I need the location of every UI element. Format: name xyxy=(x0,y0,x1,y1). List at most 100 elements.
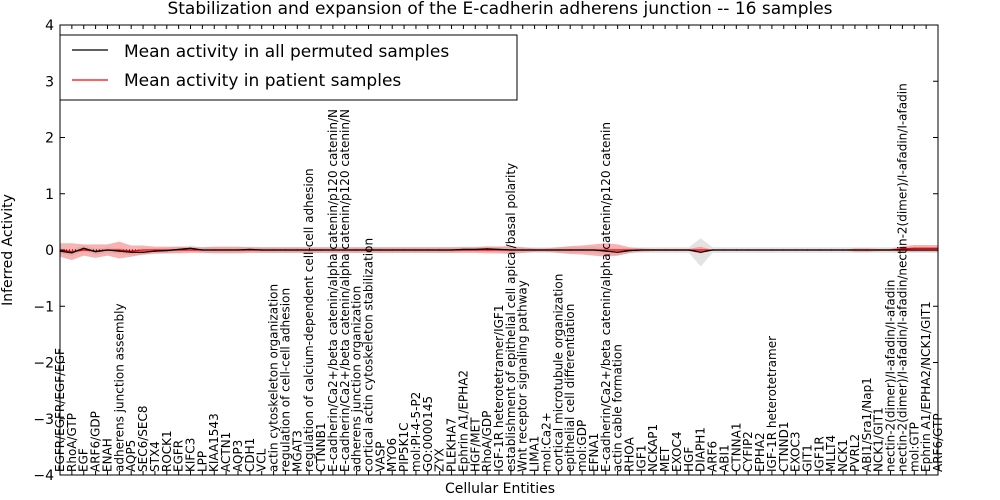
x-tick-label: ABI1/Sra1/Nap1 xyxy=(860,377,874,472)
x-tick-label: cortical actin cytoskeleton stabilizatio… xyxy=(361,238,375,472)
x-tick-label: EGFR xyxy=(172,440,186,472)
x-tick-label: nectin-2(dimer)/I-afadin/I-afadin/nectin… xyxy=(895,83,909,472)
legend-label-patient: Mean activity in patient samples xyxy=(124,71,401,91)
x-tick-label: ARF6/GDP xyxy=(89,411,103,472)
x-tick-label: AQP3 xyxy=(231,440,245,472)
x-tick-label: HGF xyxy=(682,447,696,472)
x-tick-label: IGF-1R heterotetramer/IGF1 xyxy=(492,305,506,472)
patient-point xyxy=(189,249,192,251)
patient-point xyxy=(486,249,488,251)
permuted-point xyxy=(652,249,654,251)
chart-title: Stabilization and expansion of the E-cad… xyxy=(167,0,832,19)
x-tick-label: ZYX xyxy=(433,448,447,472)
x-tick-label: LPP xyxy=(195,451,209,472)
permuted-point xyxy=(415,249,417,251)
x-tick-label: MET xyxy=(658,446,672,472)
x-tick-label: VCL xyxy=(255,448,269,472)
x-tick-label: MGAT3 xyxy=(290,430,304,472)
permuted-point xyxy=(189,247,192,249)
permuted-point xyxy=(771,249,773,251)
x-tick-label: EFNA1 xyxy=(587,433,601,472)
y-tick-label: −3 xyxy=(33,412,54,428)
x-tick-label: HGF/MET xyxy=(468,417,482,472)
plot-frame xyxy=(59,24,939,476)
permuted-point xyxy=(806,249,809,251)
patient-point xyxy=(142,249,144,251)
patient-point xyxy=(925,247,927,249)
x-axis-label: Cellular Entities xyxy=(445,481,555,497)
patient-point xyxy=(913,247,915,249)
x-tick-label: ABI1 xyxy=(717,444,731,472)
permuted-point xyxy=(71,252,73,254)
x-tick-label: CTNND1 xyxy=(777,421,791,472)
y-tick-label: 0 xyxy=(45,243,54,259)
x-tick-label: E-cadherin/Ca2+/beta catenin/alpha caten… xyxy=(599,122,613,472)
permuted-point xyxy=(842,249,844,251)
x-tick-label: cortical microtubule organization xyxy=(551,274,565,472)
permuted-point xyxy=(889,249,892,251)
patient-point xyxy=(154,249,156,251)
x-tick-label: Wnt receptor signaling pathway xyxy=(516,280,530,472)
permuted-point xyxy=(142,251,144,253)
x-tick-label: KIFC3 xyxy=(184,438,198,472)
permuted-point xyxy=(391,249,393,251)
permuted-point xyxy=(261,249,263,251)
permuted-point xyxy=(735,249,737,251)
x-tick-label: IGF-1R heterotetramer xyxy=(765,336,779,472)
x-tick-label: RhoA/GTP xyxy=(65,413,79,472)
permuted-point xyxy=(213,249,215,251)
permuted-point xyxy=(711,249,714,251)
x-tick-label: AQP5 xyxy=(124,440,138,472)
permuted-point xyxy=(830,249,832,251)
x-tick-label: EXOC3 xyxy=(789,432,803,473)
patient-point xyxy=(700,249,702,251)
permuted-point xyxy=(925,249,927,251)
y-tick-label: −4 xyxy=(33,468,54,484)
permuted-point xyxy=(225,249,227,251)
patient-point xyxy=(71,251,73,253)
x-tick-label: ACTN1 xyxy=(219,432,233,472)
permuted-point xyxy=(118,250,120,252)
x-tick-label: PIP5K1C xyxy=(397,422,411,472)
x-tick-label: establishment of epithelial cell apical/… xyxy=(504,163,518,472)
x-tick-label: actin cable formation xyxy=(611,344,625,472)
x-tick-label: SEC6/SEC8 xyxy=(136,406,150,472)
permuted-point xyxy=(166,249,168,252)
permuted-point xyxy=(569,249,571,251)
y-tick-label: 2 xyxy=(45,131,54,147)
patient-point xyxy=(83,249,85,251)
x-tick-label: nectin-2(dimer)/I-afadin/I-afadin xyxy=(884,280,898,472)
x-tick-label: IGF1R xyxy=(812,436,826,472)
x-tick-label: NCK1/GIT1 xyxy=(872,407,886,472)
x-tick-label: actin cytoskeleton organization xyxy=(267,284,281,472)
permuted-point xyxy=(462,248,465,251)
permuted-point xyxy=(356,249,358,251)
permuted-point xyxy=(154,250,156,252)
permuted-point xyxy=(913,249,915,251)
permuted-point xyxy=(130,251,132,253)
permuted-point xyxy=(367,249,370,251)
legend-label-permuted: Mean activity in all permuted samples xyxy=(124,42,449,62)
y-tick-label: 4 xyxy=(45,18,54,34)
x-tick-label: mol:PI-4-5-P2 xyxy=(409,392,423,472)
x-tick-label: MLLT4 xyxy=(824,435,838,472)
permuted-point xyxy=(545,249,548,251)
permuted-point xyxy=(344,249,346,251)
permuted-point xyxy=(795,249,797,251)
x-tick-label: IGF1 xyxy=(634,445,648,472)
permuted-point xyxy=(723,249,726,251)
x-tick-label: CTNNA1 xyxy=(729,422,743,472)
x-tick-label: GIT1 xyxy=(800,444,814,472)
x-tick-label: STX4 xyxy=(148,441,162,472)
x-tick-label: mol:GDP xyxy=(575,420,589,472)
permuted-point xyxy=(617,251,619,253)
y-tick-label: 3 xyxy=(45,74,54,90)
x-tick-label: KIAA1543 xyxy=(207,413,221,472)
x-tick-label: VASP xyxy=(373,441,387,472)
x-tick-label: DIAPH1 xyxy=(694,427,708,472)
x-tick-label: epithelial cell differentiation xyxy=(563,304,577,472)
x-tick-label: E-cadherin/Ca2+/beta catenin/alpha caten… xyxy=(326,109,340,472)
permuted-point xyxy=(486,248,488,250)
